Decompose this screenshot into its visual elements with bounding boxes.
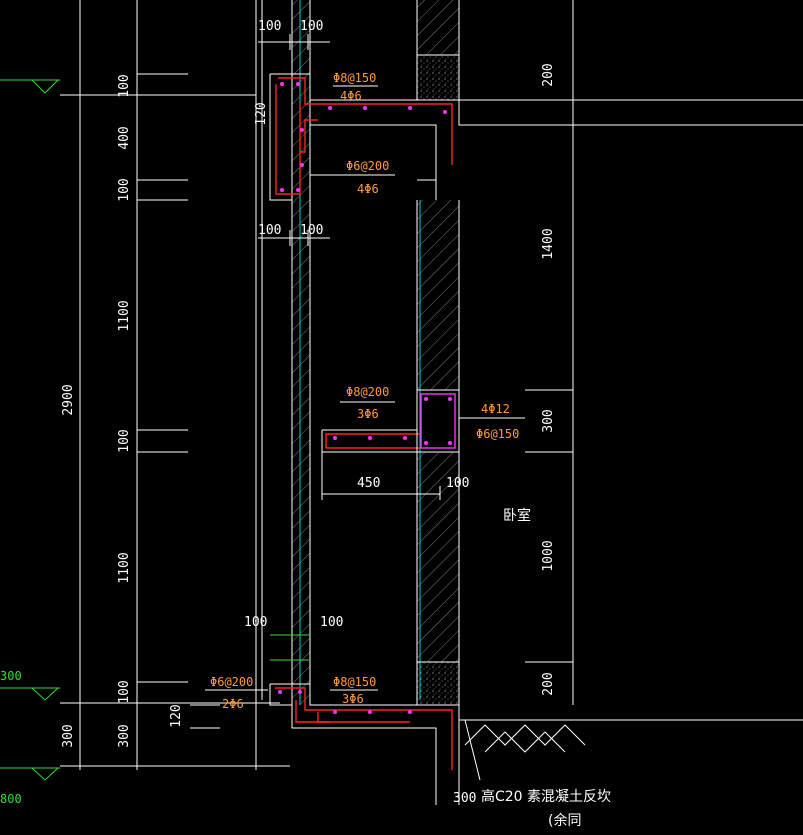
rebar-label-bot-4: 3Φ6 [342, 692, 364, 706]
dim-text-small-1: 120 [254, 102, 269, 125]
dim-text-lower-2: 100 [320, 615, 343, 630]
level-marker-bottom [0, 767, 60, 781]
rebar-label-top-3: Φ6@200 [346, 159, 389, 173]
rebar-label-top-1: Φ8@150 [333, 71, 376, 85]
dim-text-mid-1: 100 [258, 223, 281, 238]
rebar-label-top-4: 4Φ6 [357, 182, 379, 196]
interior-wall [416, 0, 460, 705]
level-label-2: 800 [0, 792, 22, 806]
dim-text-v8: 300 [117, 724, 132, 747]
room-label: 卧室 [503, 507, 531, 524]
dim-text-v1: 100 [117, 74, 132, 97]
rebar-label-bot-1: Φ6@200 [210, 675, 253, 689]
dim-text-top-1: 100 [258, 19, 281, 34]
note-line-2: (余同 [548, 812, 581, 829]
rebar-label-col-1: 4Φ12 [481, 402, 510, 416]
dim-text-v7: 100 [117, 680, 132, 703]
dim-text-mid-2: 100 [300, 223, 323, 238]
rebar-label-mid-1: Φ8@200 [346, 385, 389, 399]
dim-text-v3: 100 [117, 178, 132, 201]
dim-text-small-2: 120 [169, 704, 184, 727]
dim-text-outer-300: 300 [61, 724, 76, 747]
mid-dim-pair [258, 230, 330, 246]
level-marker-top [0, 79, 60, 94]
dim-text-right-2: 1400 [541, 228, 556, 259]
column-section [416, 389, 460, 453]
rebar-label-bot-2: 2Φ6 [222, 697, 244, 711]
dim-text-total: 2900 [61, 384, 76, 415]
dim-text-beam-450: 450 [357, 476, 380, 491]
dim-text-right-4: 1000 [541, 540, 556, 571]
level-label-1: 300 [0, 669, 22, 683]
dim-text-right-1: 200 [541, 63, 556, 86]
middle-beam-rebar [325, 433, 420, 449]
lower-slab-rebar [275, 687, 453, 770]
rebar-label-mid-2: 3Φ6 [357, 407, 379, 421]
dim-text-lower-1: 100 [244, 615, 267, 630]
level-marker-mid [0, 687, 60, 701]
top-slab-rebar [275, 77, 453, 195]
dim-text-right-5: 200 [541, 672, 556, 695]
dim-text-v4: 1100 [117, 300, 132, 331]
dim-text-v2: 400 [117, 126, 132, 149]
dim-text-bottom-300: 300 [453, 791, 476, 806]
rebar-label-col-2: Φ6@150 [476, 427, 519, 441]
dim-text-v5: 100 [117, 429, 132, 452]
lower-slab [269, 634, 803, 805]
rebar-label-top-2: 4Φ6 [340, 89, 362, 103]
right-dimension-lines [525, 0, 574, 705]
top-dim-pair [258, 34, 330, 50]
exterior-wall [255, 0, 311, 770]
rebar-label-bot-3: Φ8@150 [333, 675, 376, 689]
dim-text-top-2: 100 [300, 19, 323, 34]
left-dimension-lines [60, 0, 290, 770]
note-line-1: 高C20 素混凝土反坎 [481, 788, 611, 805]
beam-dims [321, 486, 441, 500]
dim-text-beam-100: 100 [446, 476, 469, 491]
dim-text-v6: 1100 [117, 552, 132, 583]
top-slab [208, 73, 803, 201]
dim-text-right-3: 300 [541, 409, 556, 432]
ground-hatch [464, 724, 586, 753]
